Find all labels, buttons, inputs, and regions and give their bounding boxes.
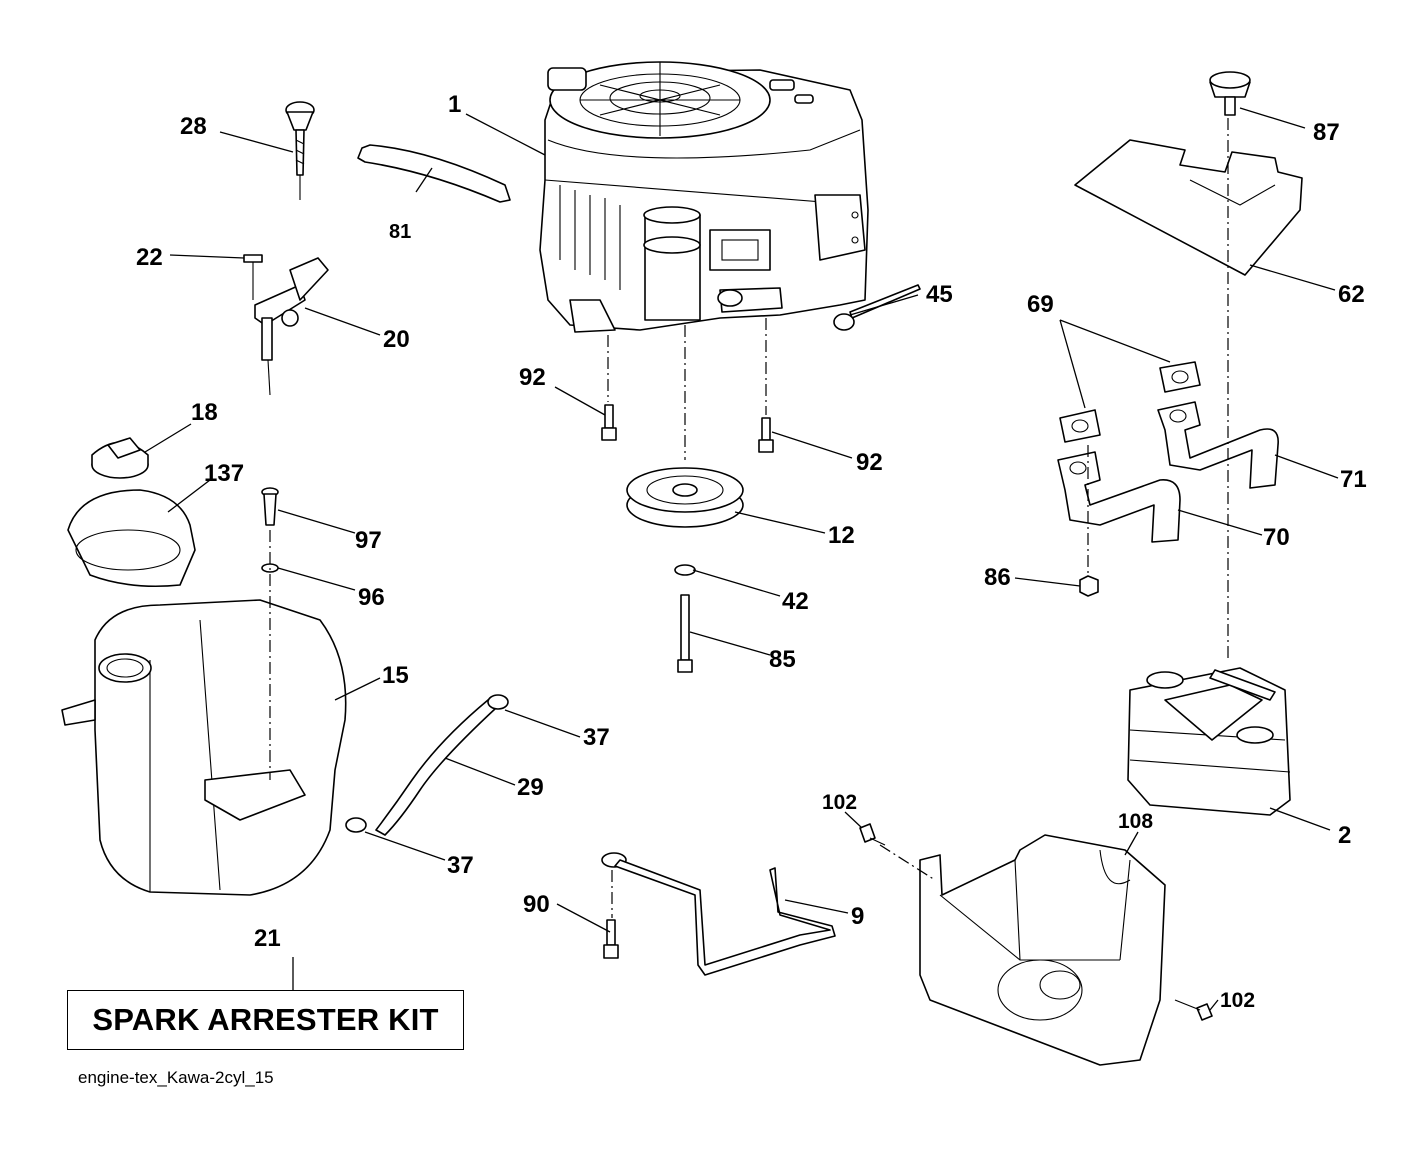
engine-part: [539, 61, 869, 333]
spark-arrester-kit-box: SPARK ARRESTER KIT: [67, 990, 464, 1050]
callout-labels: 1 81 28 22 20 18 137 97 96 15 92 92 12 4…: [136, 91, 1367, 1012]
fuel-cap-part: [91, 437, 149, 479]
fuel-tank-collar-part: [67, 489, 196, 588]
callout-71: 71: [1340, 466, 1367, 493]
callout-70: 70: [1263, 524, 1290, 551]
callout-62: 62: [1338, 281, 1365, 308]
gasket-upper-part: [1159, 361, 1201, 393]
callout-28: 29: [517, 774, 544, 801]
muffler-part: [1127, 667, 1291, 816]
callout-86: 86: [984, 564, 1011, 591]
callout-37-lower: 37: [447, 852, 474, 879]
callout-97: 97: [355, 527, 382, 554]
diagram-caption: engine-tex_Kawa-2cyl_15: [78, 1068, 274, 1087]
exhaust-pipe-70-part: [1057, 451, 1181, 543]
callout-92-left: 92: [519, 364, 546, 391]
choke-knob-part: [285, 101, 315, 200]
knob-87-part: [1209, 71, 1251, 116]
callout-137: 137: [204, 460, 244, 487]
pulley-part: [626, 467, 744, 528]
callout-21: 22: [136, 244, 163, 271]
callout-18: 18: [191, 399, 218, 426]
callout-22: 28: [180, 113, 207, 140]
exhaust-pipe-71-part: [1157, 401, 1279, 489]
callout-12: 12: [828, 522, 855, 549]
bolt-85-part: [677, 594, 693, 673]
callout-15: 15: [382, 662, 409, 689]
callout-45: 45: [926, 281, 953, 308]
callout-1: 1: [448, 91, 461, 118]
throttle-control-part: [243, 254, 329, 396]
callout-69: 69: [1027, 291, 1054, 318]
callout-81: 81: [389, 221, 411, 243]
hose-part: [357, 144, 511, 203]
nut-part: [1079, 575, 1099, 597]
callout-9: 9: [851, 903, 864, 930]
screw-102-upper-part: [859, 823, 886, 846]
bracket-part: [919, 834, 1166, 1066]
hose-clamp-lower-part: [345, 817, 367, 833]
callout-85: 85: [769, 646, 796, 673]
callout-20: 20: [383, 326, 410, 353]
bolt-90-part: [603, 919, 619, 959]
callout-37-upper: 37: [583, 724, 610, 751]
washer-42-part: [674, 564, 696, 576]
callout-96: 96: [358, 584, 385, 611]
bolt-92-right-part: [758, 417, 774, 453]
callout-102-upper: 102: [822, 791, 857, 814]
fuel-tank-part: [61, 599, 347, 896]
screw-97-part: [261, 487, 279, 573]
callout-42: 42: [782, 588, 809, 615]
screw-102-lower-part: [1174, 999, 1213, 1021]
callout-87: 87: [1313, 119, 1340, 146]
callout-92-right: 92: [856, 449, 883, 476]
callout-2: 2: [1338, 822, 1351, 849]
leader-lines: [144, 107, 1339, 1011]
heat-shield-part: [1074, 139, 1303, 276]
callout-108: 108: [1118, 810, 1153, 833]
alignment-lines: [269, 118, 1229, 918]
bolt-92-left-part: [601, 404, 617, 441]
rod-part: [601, 852, 836, 976]
callout-29: 21: [254, 925, 281, 952]
fuel-hose-part: [375, 699, 497, 836]
gasket-lower-part: [1059, 409, 1101, 443]
hose-clamp-upper-part: [487, 694, 509, 710]
callout-90: 90: [523, 891, 550, 918]
callout-102-lower: 102: [1220, 989, 1255, 1012]
spark-arrester-kit-label: SPARK ARRESTER KIT: [92, 1002, 439, 1037]
